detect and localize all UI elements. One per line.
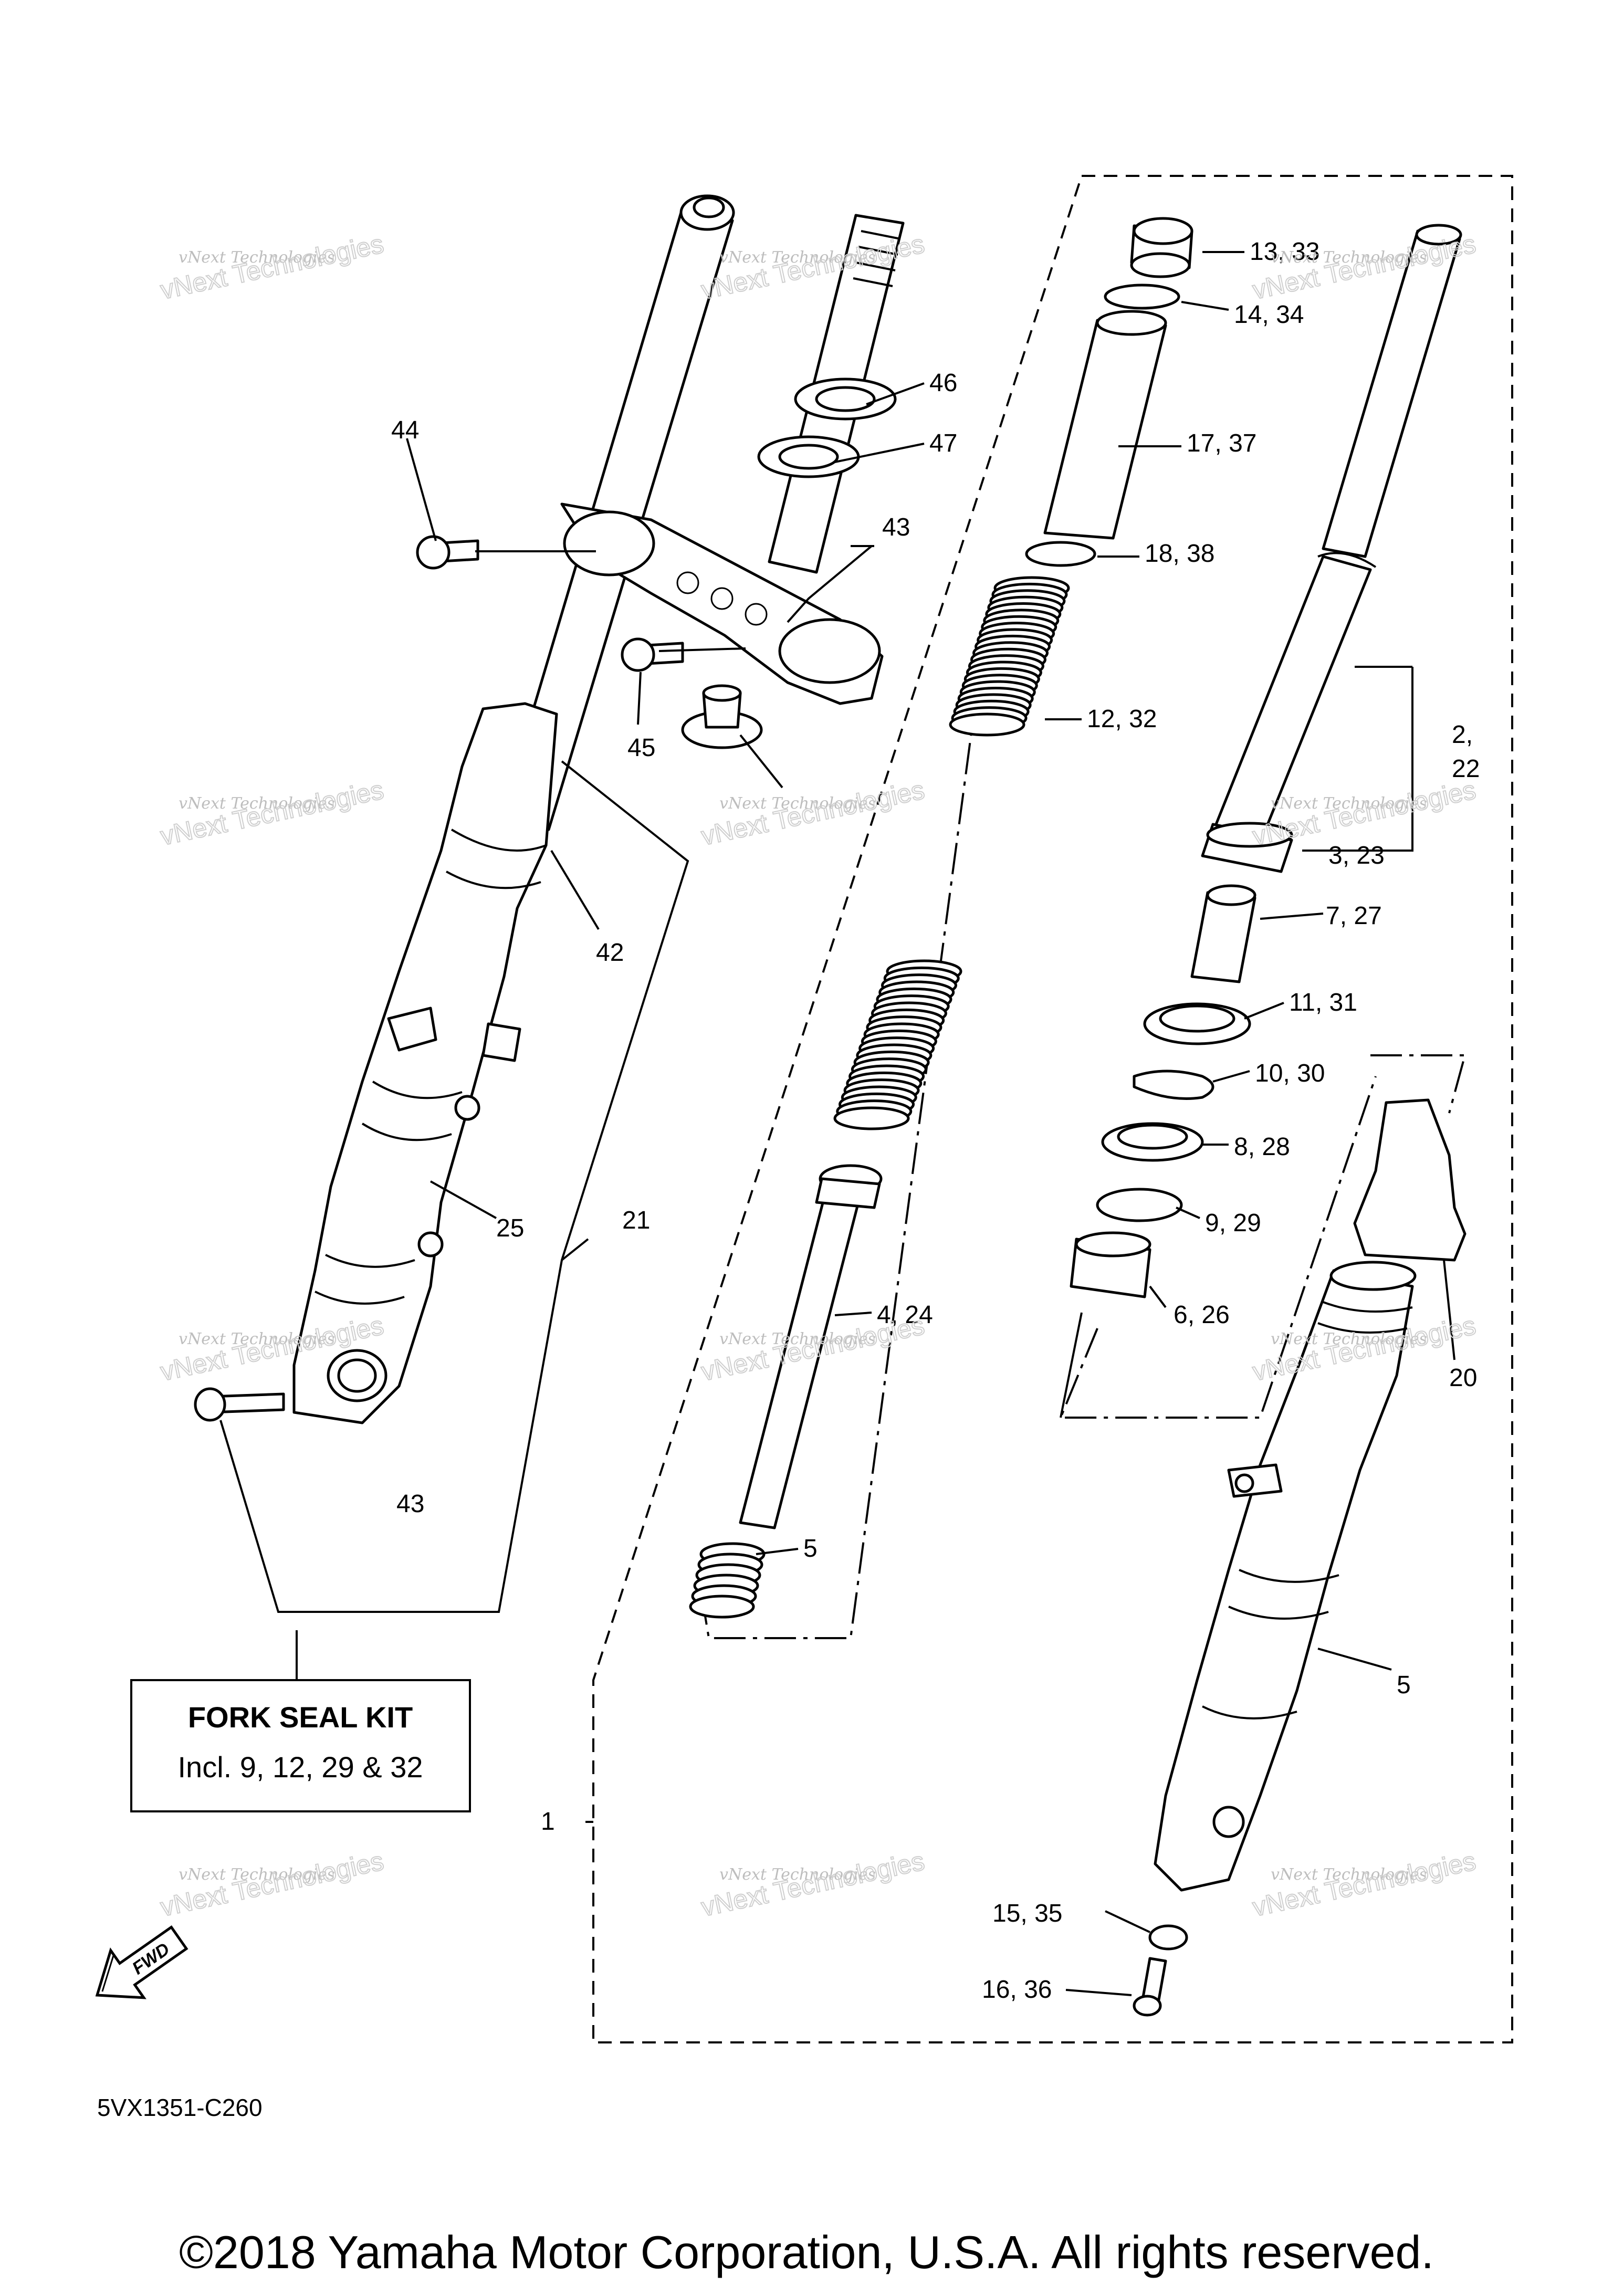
callout-11: 10, 30 xyxy=(1255,1060,1325,1087)
watermark-text: vNext Technologies xyxy=(1271,1330,1427,1348)
callout-19: 18, 38 xyxy=(1145,540,1214,568)
kit-title: FORK SEAL KIT xyxy=(188,1701,413,1734)
callout-1: 1 xyxy=(541,1808,555,1836)
watermark-text: vNext Technologies xyxy=(1250,1846,1479,1922)
dust-seal-12 xyxy=(1143,1002,1251,1045)
outer-tube-assembly-line xyxy=(1370,1054,1467,1114)
watermark-text: vNext Technologies xyxy=(699,775,927,851)
fwd-arrow-icon: FWD xyxy=(95,1925,188,1999)
watermark-text: vNext Technologies xyxy=(1271,794,1427,813)
watermark-text: vNext Technologies xyxy=(179,248,335,267)
watermark-text: vNext Technologies xyxy=(1271,1865,1427,1884)
spring-6 xyxy=(689,1542,766,1619)
watermark-text: vNext Technologies xyxy=(719,794,876,813)
cap-bolt-14 xyxy=(1130,217,1193,278)
callout-labels: 44 46 47 43 45 42 21 25 43 13, 33 14, 34… xyxy=(391,238,1480,2004)
watermark-text: vNext Technologies xyxy=(158,775,386,851)
bearing-44 xyxy=(794,378,897,421)
callout-8: 6, 26 xyxy=(1174,1301,1230,1329)
guard-20 xyxy=(1353,1098,1467,1262)
pinch-bolt-41 xyxy=(194,1387,285,1422)
diagram-code: 5VX1351-C260 xyxy=(97,2094,263,2121)
callout-45: 47 xyxy=(929,429,957,457)
spring-coil xyxy=(689,1595,755,1619)
callout-22: 22 xyxy=(1452,755,1480,783)
watermark-text: vNext Technologies xyxy=(1271,248,1427,267)
bushing-3 xyxy=(1201,822,1293,873)
callout-18: 17, 37 xyxy=(1187,429,1256,457)
assembly-1-box xyxy=(592,175,1513,2043)
bearing-45 xyxy=(757,435,860,478)
watermark-text: vNext Technologies xyxy=(719,1865,876,1884)
spring-coil xyxy=(949,712,1025,737)
bolt-43-upper xyxy=(416,535,479,570)
oil-seal-9 xyxy=(1101,1122,1204,1162)
inner-tube-5 xyxy=(1154,1261,1417,1892)
callout-9: 8, 28 xyxy=(1234,1133,1290,1161)
bolt-17 xyxy=(1133,1957,1167,2017)
watermark-text: vNext Technologies xyxy=(719,248,876,267)
bolt-43-lower xyxy=(621,637,684,672)
seal-assembly-line xyxy=(1059,1076,1377,1419)
callout-21: 21 xyxy=(622,1207,650,1234)
watermark-text: vNext Technologies xyxy=(179,794,335,813)
spring-13 xyxy=(833,576,1070,1130)
watermark-text: vNext Technologies xyxy=(158,229,386,305)
o-ring-15 xyxy=(1104,284,1180,310)
damper-rod-4 xyxy=(739,1164,883,1529)
cap-46 xyxy=(681,684,763,749)
callout-43-upper: 44 xyxy=(391,416,419,444)
watermark-text: vNext Technologies xyxy=(699,1846,927,1922)
callout-7: 7, 27 xyxy=(1326,902,1382,930)
callout-13: 12, 32 xyxy=(1087,705,1157,733)
callout-25: 25 xyxy=(496,1214,524,1242)
damper-assembly-line xyxy=(703,693,978,1639)
callout-14: 13, 33 xyxy=(1250,238,1319,266)
spring-coil xyxy=(833,1106,910,1130)
callout-41: 43 xyxy=(396,1490,424,1518)
outer-tube-2 xyxy=(1206,224,1462,857)
callout-20: 20 xyxy=(1449,1364,1477,1392)
callout-17: 16, 36 xyxy=(982,1976,1052,2004)
callout-3: 3, 23 xyxy=(1328,842,1385,869)
callout-42: 43 xyxy=(882,513,910,541)
clip-11 xyxy=(1133,1070,1214,1100)
copyright-notice: ©2018 Yamaha Motor Corporation, U.S.A. A… xyxy=(179,2226,1434,2278)
watermark-text: vNext Technologies xyxy=(158,1846,386,1922)
leader-lines xyxy=(219,251,1455,1996)
callout-4: 4, 24 xyxy=(877,1301,933,1329)
washer-16 xyxy=(1148,1924,1188,1951)
callout-12: 11, 31 xyxy=(1289,989,1357,1016)
watermark-text: vNext Technologies xyxy=(179,1865,335,1884)
watermark-text: vNext Technologies xyxy=(179,1330,335,1348)
callout-43-lower: 45 xyxy=(627,734,655,762)
callout-5: 5 xyxy=(1397,1671,1411,1699)
watermark-text: vNext Technologies xyxy=(719,1330,876,1348)
callout-2: 2, xyxy=(1452,721,1473,749)
bushing-7 xyxy=(1190,884,1256,983)
kit-subtitle: Incl. 9, 12, 29 & 32 xyxy=(178,1750,423,1784)
bushing-8 xyxy=(1070,1231,1151,1298)
washer-10 xyxy=(1096,1188,1183,1222)
fork-seal-kit-box: FORK SEAL KIT Incl. 9, 12, 29 & 32 xyxy=(130,1630,471,1812)
callout-6: 5 xyxy=(803,1535,818,1563)
callout-10: 9, 29 xyxy=(1205,1209,1261,1237)
callout-15: 14, 34 xyxy=(1234,301,1304,329)
spacer-18 xyxy=(1043,310,1167,540)
callout-16: 15, 35 xyxy=(992,1900,1062,1927)
washer-19 xyxy=(1025,541,1096,567)
callout-40: 42 xyxy=(596,939,624,967)
callout-44: 46 xyxy=(929,369,957,397)
